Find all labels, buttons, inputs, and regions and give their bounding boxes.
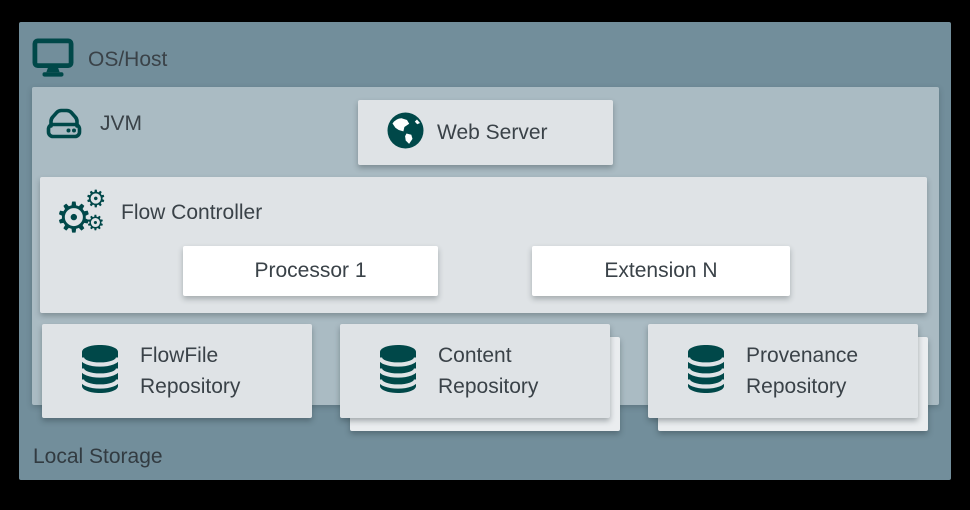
web-server-box: Web Server <box>358 100 613 165</box>
hard-drive-icon <box>44 103 84 146</box>
flow-controller-box: ⚙ ⚙ ⚙ Flow Controller Processor 1 Extens… <box>40 177 927 313</box>
repo-label: FlowFile Repository <box>140 344 241 398</box>
processor-label: Processor 1 <box>254 259 367 282</box>
extension-card: Extension N <box>532 246 790 296</box>
processor-card: Processor 1 <box>183 246 438 296</box>
repo-card: FlowFile Repository <box>42 324 312 418</box>
monitor-icon <box>32 37 74 83</box>
web-server-label: Web Server <box>437 120 548 144</box>
repo-card: Provenance Repository <box>648 324 918 418</box>
jvm-box: JVM Web Server ⚙ ⚙ <box>32 87 939 405</box>
database-icon <box>376 343 420 400</box>
local-storage-label: Local Storage <box>33 445 163 468</box>
flow-controller-label: Flow Controller <box>121 201 263 224</box>
repo-label: Content Repository <box>438 344 539 398</box>
gears-icon: ⚙ ⚙ ⚙ <box>55 185 107 242</box>
globe-icon <box>387 112 424 154</box>
os-host-header: OS/Host <box>32 36 167 84</box>
database-icon <box>78 343 122 400</box>
flowfile-repository: FlowFile Repository <box>42 324 312 418</box>
os-host-label: OS/Host <box>88 48 168 71</box>
flow-controller-header: ⚙ ⚙ ⚙ Flow Controller <box>55 185 263 242</box>
content-repository: Content Repository <box>340 324 620 431</box>
jvm-label: JVM <box>100 112 142 135</box>
os-host-box: OS/Host JVM <box>19 22 951 480</box>
repo-label: Provenance Repository <box>746 344 859 398</box>
extension-label: Extension N <box>604 259 718 282</box>
jvm-header: JVM <box>44 102 142 146</box>
database-icon <box>684 343 728 400</box>
provenance-repository: Provenance Repository <box>648 324 928 431</box>
repo-card: Content Repository <box>340 324 610 418</box>
